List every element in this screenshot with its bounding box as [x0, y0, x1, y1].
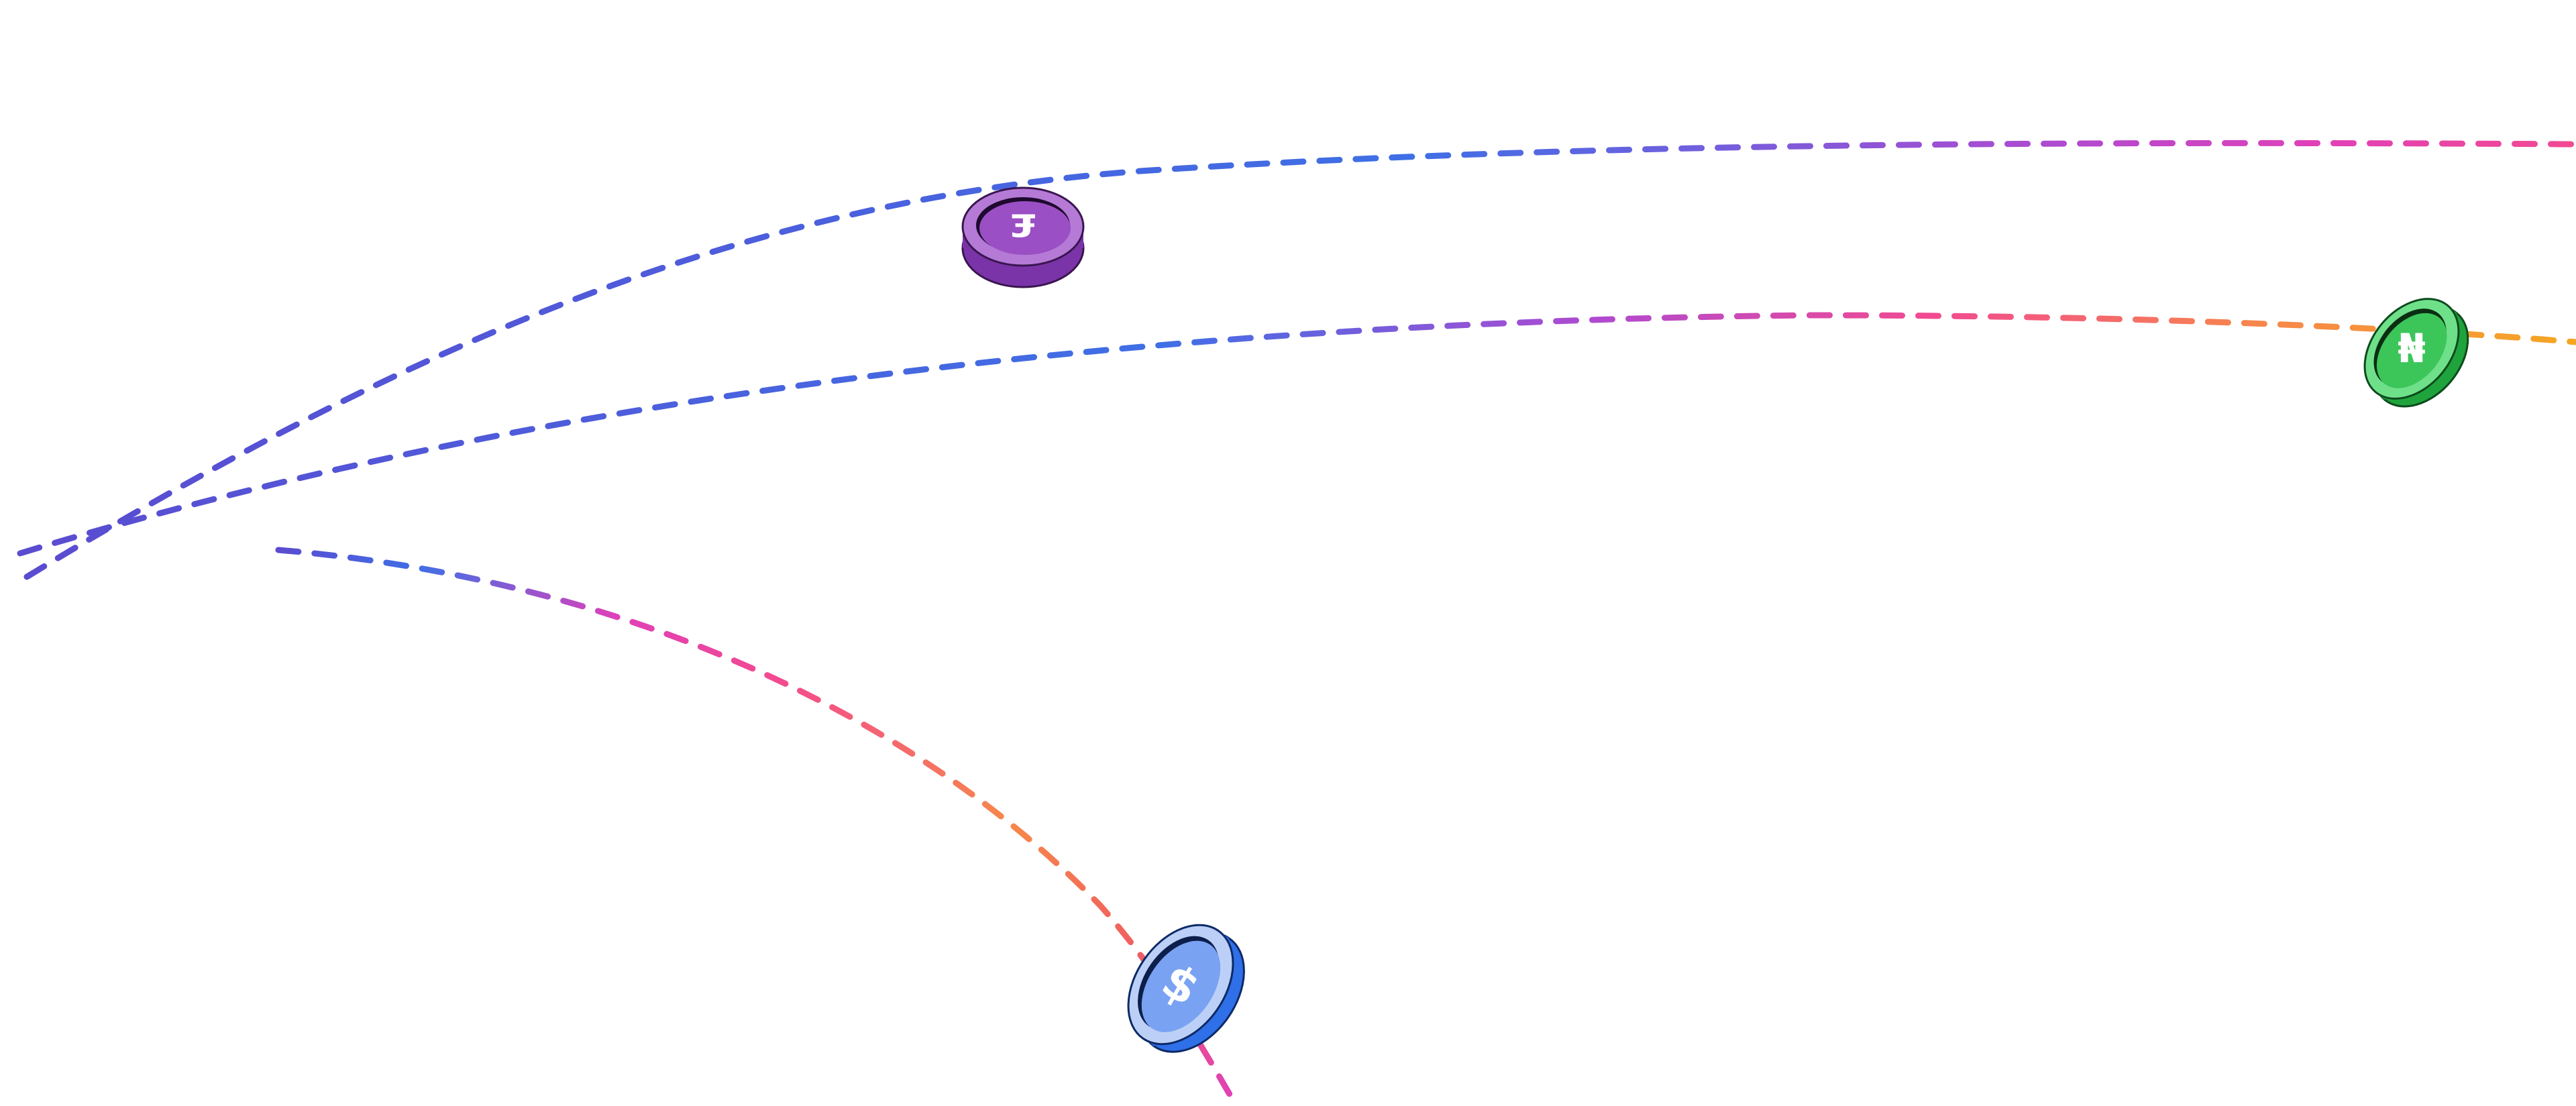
naira-coin-symbol: ₦ [2398, 325, 2426, 372]
dollar-coin-icon: $ [1127, 924, 1245, 1053]
naira-coin-face [2377, 313, 2447, 388]
dashed-path-lower [275, 547, 1234, 1100]
dashed-path-middle [17, 312, 2576, 557]
dashed-path-top [23, 140, 2576, 580]
pound-coin-symbol: £ [1008, 207, 1037, 243]
dollar-coin-face [1141, 940, 1221, 1032]
pound-coin-face [979, 201, 1071, 255]
naira-coin-icon: ₦ [2363, 298, 2469, 408]
pound-coin-icon: £ [961, 186, 1085, 288]
